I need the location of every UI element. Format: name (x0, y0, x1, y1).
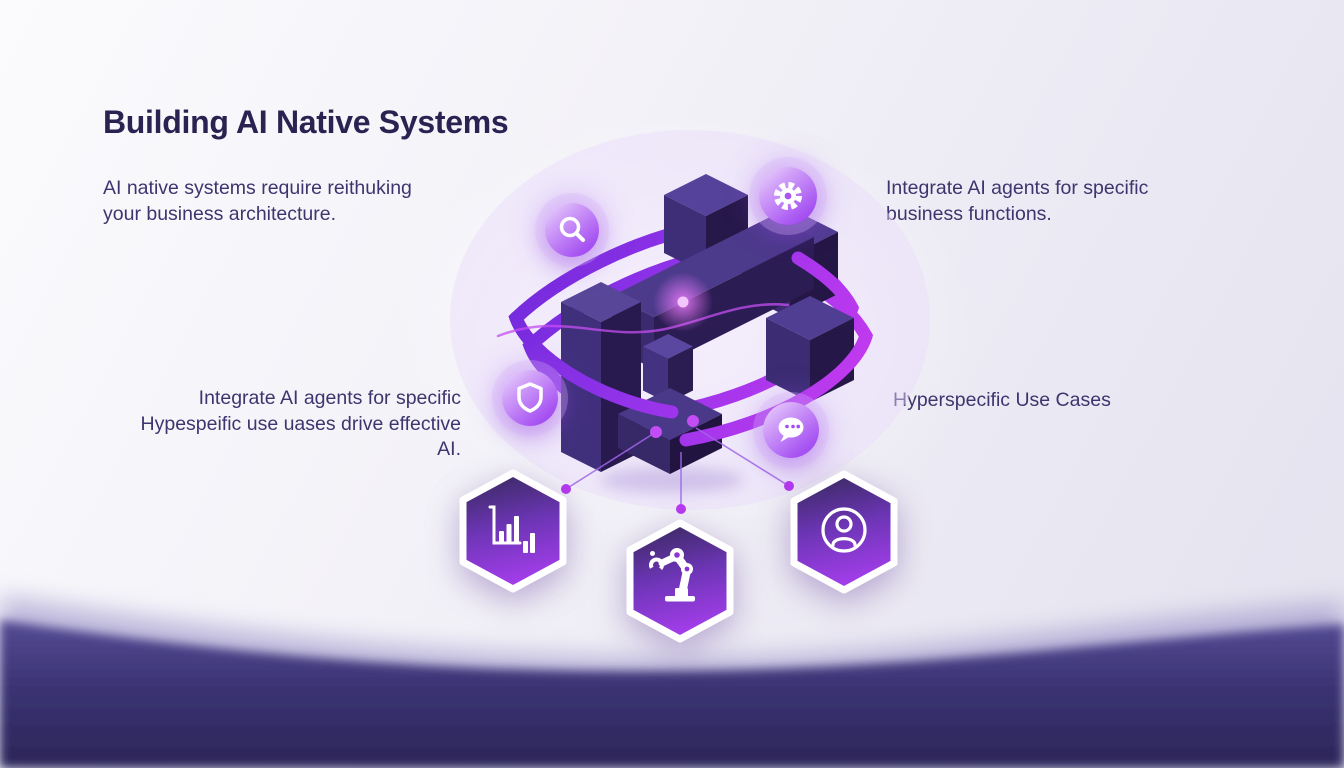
robot-arm-icon (649, 548, 695, 602)
callout-mid-left: Integrate AI agents for specific Hypespe… (115, 386, 461, 463)
callout-top-right: Integrate AI agents for specific busines… (886, 176, 1148, 227)
hexagon-analytics (458, 469, 568, 593)
chat-icon (778, 417, 804, 442)
chat-badge (763, 402, 819, 458)
callout-line: business functions. (886, 202, 1052, 225)
shield-badge (502, 370, 558, 426)
callout-top-left: AI native systems require reithuking you… (103, 176, 412, 227)
callout-line: Hyperspecific Use Cases (893, 389, 1111, 411)
callout-line: your business architecture. (103, 202, 337, 225)
callout-line: Integrate AI agents for specific (198, 387, 461, 409)
callout-line: Hypespeific use uases drive effective AI… (140, 412, 461, 461)
gear-badge (759, 167, 817, 225)
hexagon-automation (625, 519, 735, 643)
bar-chart-icon (488, 505, 535, 553)
hexagon-users (789, 470, 899, 594)
search-icon (559, 216, 585, 242)
callout-line: AI native systems require reithuking (103, 177, 412, 199)
user-icon (821, 507, 867, 553)
search-badge (545, 203, 599, 257)
callout-line: Integrate AI agents for specific (886, 177, 1149, 199)
background-wave (0, 596, 1344, 768)
gear-icon (774, 182, 802, 210)
slide-title: Building AI Native Systems (103, 104, 509, 140)
shield-icon (517, 382, 543, 413)
callout-mid-right: Hyperspecific Use Cases (893, 388, 1111, 414)
